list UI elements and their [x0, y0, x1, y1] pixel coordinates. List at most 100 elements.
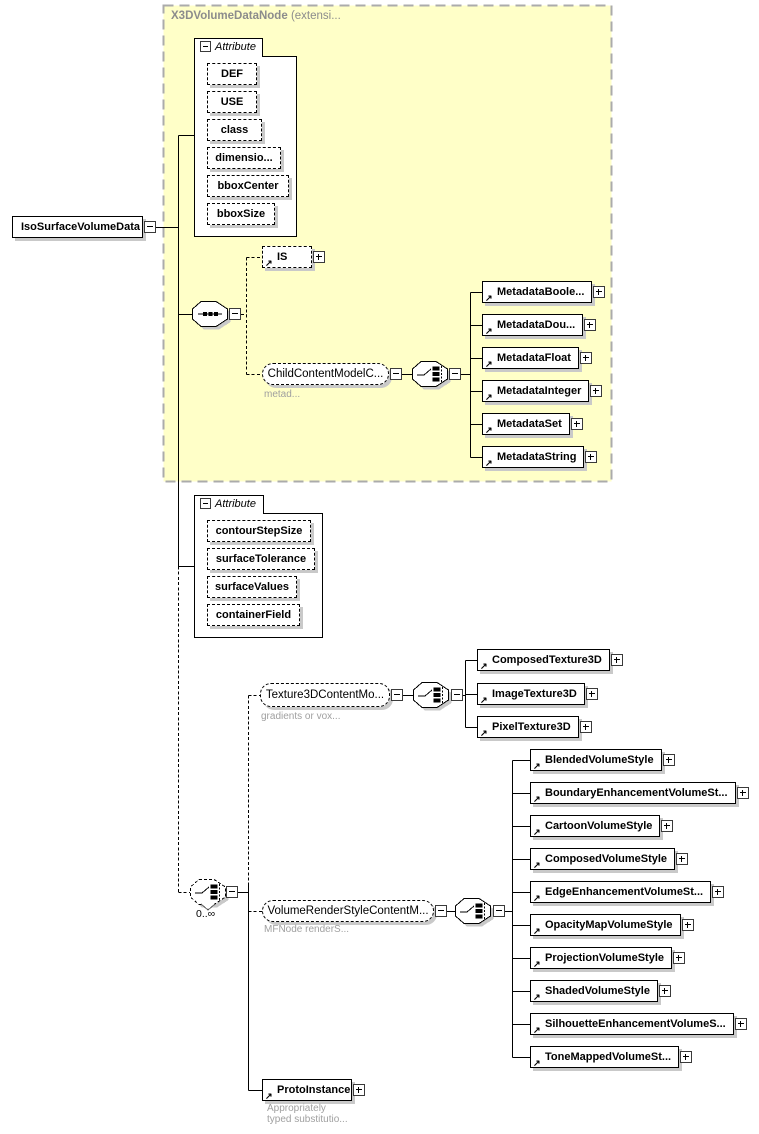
element-OpacityMapVolumeStyle[interactable]: ↗OpacityMapVolumeStyle — [530, 914, 694, 936]
sequence-collapse-toggle[interactable] — [229, 308, 241, 320]
expand-toggle[interactable] — [658, 985, 671, 997]
attribute-DEF[interactable]: DEF — [207, 63, 257, 85]
choice-indicator-content[interactable] — [190, 879, 229, 911]
attribute-surfaceValues[interactable]: surfaceValues — [207, 576, 297, 598]
attribute-contourStepSize[interactable]: contourStepSize — [207, 520, 311, 542]
ref-arrow-icon: ↗ — [265, 258, 273, 268]
group-VolumeRenderStyleContentModel[interactable]: VolumeRenderStyleContentM... — [262, 900, 447, 922]
attribute-dimensions[interactable]: dimensio... — [207, 147, 281, 169]
expand-toggle[interactable] — [313, 251, 325, 263]
expand-toggle[interactable] — [570, 418, 583, 430]
expand-toggle[interactable] — [673, 952, 685, 964]
ref-arrow-icon: ↗ — [533, 827, 541, 837]
choice-collapse-toggle[interactable] — [449, 368, 461, 380]
choice-collapse-toggle[interactable] — [493, 905, 505, 917]
ref-arrow-icon: ↗ — [533, 1025, 541, 1035]
expand-toggle[interactable] — [579, 352, 592, 364]
element-label: ComposedTexture3D — [492, 654, 602, 666]
element-IsoSurfaceVolumeData[interactable]: IsoSurfaceVolumeData — [12, 216, 156, 238]
element-ProtoInstance[interactable]: ↗ ProtoInstance — [262, 1079, 365, 1101]
choice-collapse-toggle[interactable] — [451, 689, 463, 701]
proto-annotation-line2: typed substitutio... — [267, 1114, 348, 1125]
group-ChildContentModel[interactable]: ChildContentModelC... — [262, 363, 402, 385]
element-ComposedVolumeStyle[interactable]: ↗ComposedVolumeStyle — [530, 848, 689, 870]
expand-toggle[interactable] — [736, 787, 749, 799]
expand-toggle[interactable] — [579, 721, 592, 733]
base-type-suffix: (extensi... — [290, 10, 341, 22]
expand-toggle[interactable] — [681, 919, 694, 931]
element-MetadataDouble[interactable]: ↗MetadataDou... — [482, 314, 597, 336]
expand-toggle[interactable] — [712, 886, 725, 898]
element-label: BoundaryEnhancementVolumeSt... — [545, 787, 728, 799]
element-ImageTexture3D[interactable]: ↗ImageTexture3D — [477, 683, 598, 705]
element-MetadataFloat[interactable]: ↗MetadataFloat — [482, 347, 592, 369]
expand-toggle[interactable] — [610, 654, 623, 666]
expand-toggle[interactable] — [585, 451, 598, 463]
element-label: OpacityMapVolumeStyle — [545, 919, 673, 931]
group-label: ChildContentModelC... — [267, 368, 384, 380]
element-label: MetadataString — [497, 451, 577, 463]
proto-annotation-line1: Appropriately — [267, 1103, 326, 1114]
expand-toggle[interactable] — [680, 1051, 693, 1063]
element-label: ProjectionVolumeStyle — [545, 952, 664, 964]
element-label: ImageTexture3D — [492, 688, 577, 700]
attribute-containerField[interactable]: containerField — [207, 604, 300, 626]
collapse-toggle[interactable] — [435, 905, 447, 917]
attribute-USE[interactable]: USE — [207, 91, 257, 113]
choice-indicator-metadata[interactable] — [412, 361, 451, 390]
attribute-group-local-header[interactable]: Attribute — [200, 498, 256, 510]
attribute-surfaceTolerance[interactable]: surfaceTolerance — [207, 548, 315, 570]
element-MetadataSet[interactable]: ↗MetadataSet — [482, 413, 583, 435]
element-BoundaryEnhancementVolumeStyle[interactable]: ↗ BoundaryEnhancementVolumeSt... — [530, 782, 749, 804]
expand-toggle[interactable] — [676, 853, 689, 865]
attribute-bboxCenter[interactable]: bboxCenter — [207, 175, 289, 197]
choice-icon — [460, 903, 485, 919]
collapse-icon[interactable] — [200, 41, 211, 52]
expand-toggle[interactable] — [661, 820, 674, 832]
collapse-toggle[interactable] — [144, 221, 156, 233]
element-MetadataBoolean[interactable]: ↗MetadataBoole... — [482, 281, 606, 303]
content-choice-collapse-toggle[interactable] — [226, 886, 238, 898]
expand-toggle[interactable] — [662, 754, 675, 766]
choice-icon — [418, 687, 443, 703]
attribute-class[interactable]: class — [207, 119, 262, 141]
choice-indicator-texture[interactable] — [413, 682, 452, 711]
element-label: ComposedVolumeStyle — [545, 853, 668, 865]
element-SilhouetteEnhancementVolumeStyle[interactable]: ↗SilhouetteEnhancementVolumeS... — [530, 1013, 747, 1035]
ref-arrow-icon: ↗ — [480, 661, 488, 671]
element-PixelTexture3D[interactable]: ↗ PixelTexture3D — [477, 716, 592, 738]
sequence-icon — [198, 312, 222, 316]
expand-toggle[interactable] — [734, 1018, 747, 1030]
attribute-group-base-header[interactable]: Attribute — [200, 41, 256, 53]
choice-indicator-renderstyle[interactable] — [455, 898, 494, 927]
group-Texture3DContentModel[interactable]: Texture3DContentMo... — [260, 683, 403, 707]
collapse-toggle[interactable] — [391, 689, 403, 701]
element-MetadataInteger[interactable]: ↗MetadataInteger — [482, 380, 603, 402]
expand-toggle[interactable] — [584, 319, 597, 331]
element-label: PixelTexture3D — [492, 721, 571, 733]
expand-toggle[interactable] — [593, 286, 606, 298]
collapse-icon[interactable] — [200, 498, 211, 509]
expand-toggle[interactable] — [353, 1084, 365, 1096]
element-label: IsoSurfaceVolumeData — [21, 221, 141, 233]
sequence-indicator[interactable] — [192, 301, 231, 330]
ref-arrow-icon: ↗ — [480, 728, 488, 738]
attribute-bboxSize[interactable]: bboxSize — [207, 203, 275, 225]
ref-arrow-icon: ↗ — [533, 794, 541, 804]
element-ComposedTexture3D[interactable]: ↗ ComposedTexture3D — [477, 649, 623, 671]
repeat-chevron-icon — [200, 903, 216, 911]
element-EdgeEnhancementVolumeStyle[interactable]: ↗EdgeEnhancementVolumeSt... — [530, 881, 725, 903]
expand-toggle[interactable] — [590, 385, 603, 397]
element-BlendedVolumeStyle[interactable]: ↗BlendedVolumeStyle — [530, 749, 675, 771]
element-ProjectionVolumeStyle[interactable]: ↗ProjectionVolumeStyle — [530, 947, 685, 969]
element-MetadataString[interactable]: ↗MetadataString — [482, 446, 598, 468]
element-ToneMappedVolumeStyle[interactable]: ↗ToneMappedVolumeSt... — [530, 1046, 693, 1068]
collapse-toggle[interactable] — [390, 368, 402, 380]
expand-toggle[interactable] — [585, 688, 598, 700]
choice-icon — [195, 884, 220, 900]
element-CartoonVolumeStyle[interactable]: ↗CartoonVolumeStyle — [530, 815, 674, 837]
element-IS[interactable]: ↗ IS — [262, 246, 325, 268]
element-label: IS — [277, 251, 288, 263]
element-ShadedVolumeStyle[interactable]: ↗ShadedVolumeStyle — [530, 980, 671, 1002]
